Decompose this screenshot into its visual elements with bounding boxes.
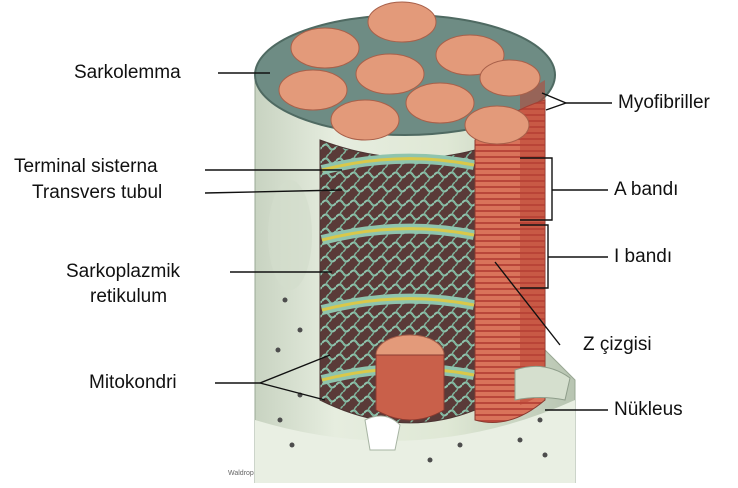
label-mitochondria: Mitokondri <box>89 372 177 394</box>
label-myofibrils: Myofibriller <box>618 92 710 114</box>
leader-myofibrils-3 <box>546 103 566 110</box>
leader-myofibrils-2 <box>542 93 566 103</box>
label-sarcoplasmic-line2: retikulum <box>90 286 167 308</box>
label-transverse-tubule: Transvers tubul <box>32 182 162 204</box>
myofibril-end <box>368 2 436 42</box>
mitochondria-cylinder <box>376 355 444 420</box>
label-i-band: I bandı <box>614 246 672 268</box>
label-a-band: A bandı <box>614 179 678 201</box>
label-sarcolemma: Sarkolemma <box>74 62 181 84</box>
myofibril-end <box>480 60 540 96</box>
label-terminal-cisterna: Terminal sisterna <box>14 156 158 178</box>
label-nucleus: Nükleus <box>614 399 683 421</box>
myofibril-end <box>465 106 529 144</box>
label-z-line: Z çizgisi <box>583 334 652 356</box>
nucleus-bottom <box>365 416 400 450</box>
myofibril-end <box>406 83 474 123</box>
label-sarcoplasmic-line1: Sarkoplazmik <box>66 261 180 283</box>
nucleus-bulge-left <box>268 180 312 290</box>
myofibril-end <box>291 28 359 68</box>
myofibril-end <box>356 54 424 94</box>
artist-signature: Waldrop <box>228 470 254 477</box>
myofibril-end <box>279 70 347 110</box>
myofibril-end <box>331 100 399 140</box>
